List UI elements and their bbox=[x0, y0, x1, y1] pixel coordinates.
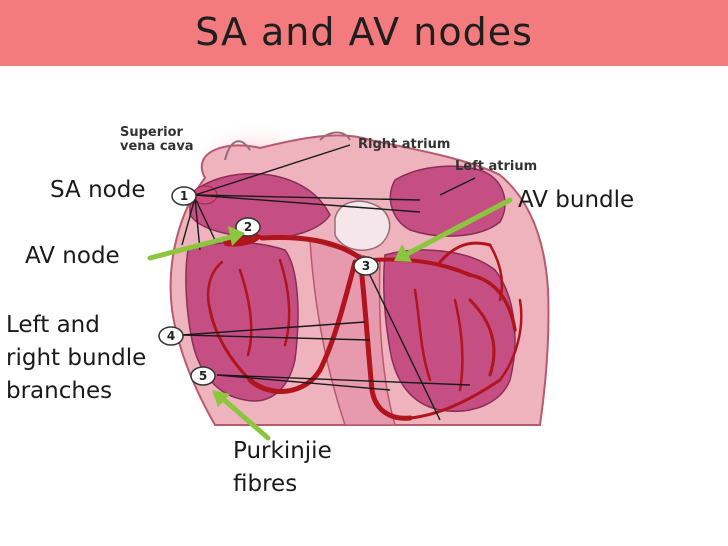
purkinje-line-1: Purkinjie bbox=[233, 438, 332, 464]
right-ventricle-chamber bbox=[185, 241, 299, 402]
svg-text:1: 1 bbox=[180, 189, 188, 203]
conduction-pathways bbox=[206, 235, 523, 421]
left-ventricle-chamber bbox=[383, 249, 516, 412]
right-atrium-chamber bbox=[189, 172, 331, 239]
purkinje-fibres-label: Purkinjie fibres bbox=[233, 435, 332, 501]
bundle-branches-label: Left and right bundle branches bbox=[6, 309, 146, 408]
right-atrium-label: Right atrium bbox=[358, 137, 450, 152]
av-bundle-label: AV bundle bbox=[518, 187, 635, 213]
av-node-label: AV node bbox=[25, 243, 120, 269]
svg-text:3: 3 bbox=[362, 259, 370, 273]
left-atrium-chamber bbox=[389, 165, 506, 237]
arrow-av-node-head bbox=[228, 226, 245, 246]
arrow-purkinje bbox=[219, 395, 271, 441]
pointer-lines bbox=[181, 144, 476, 421]
marker-3: 3 bbox=[353, 256, 379, 276]
bundle-branches-line-1: Left and bbox=[6, 312, 100, 338]
marker-5: 5 bbox=[190, 366, 216, 386]
valve-region bbox=[334, 200, 391, 251]
arrow-av-bundle-head bbox=[394, 244, 412, 262]
slide-title: SA and AV nodes bbox=[195, 10, 533, 54]
bundle-branches-line-2: right bundle bbox=[6, 345, 147, 371]
aorta-line bbox=[319, 131, 351, 141]
arrow-av-bundle bbox=[402, 197, 513, 258]
bundle-branches-line-3: branches bbox=[6, 378, 113, 404]
svg-text:2: 2 bbox=[244, 220, 252, 234]
arrow-purkinje-head bbox=[212, 390, 230, 407]
green-arrows bbox=[147, 197, 513, 441]
purkinje-line-2: fibres bbox=[233, 471, 298, 497]
superior-vena-cava-label-1: Superior bbox=[120, 125, 184, 140]
arrow-av-node bbox=[147, 233, 238, 261]
svg-text:4: 4 bbox=[167, 329, 175, 343]
marker-4: 4 bbox=[158, 326, 184, 346]
left-atrium-label: Left atrium bbox=[455, 159, 537, 174]
title-bar: SA and AV nodes bbox=[0, 0, 728, 66]
sa-node-label: SA node bbox=[50, 177, 146, 203]
vena-cava-line bbox=[224, 140, 251, 161]
marker-2: 2 bbox=[235, 217, 261, 237]
septum bbox=[309, 238, 396, 426]
marker-1: 1 bbox=[171, 186, 197, 206]
svg-text:5: 5 bbox=[199, 369, 207, 383]
superior-vena-cava-label-2: vena cava bbox=[120, 139, 194, 154]
